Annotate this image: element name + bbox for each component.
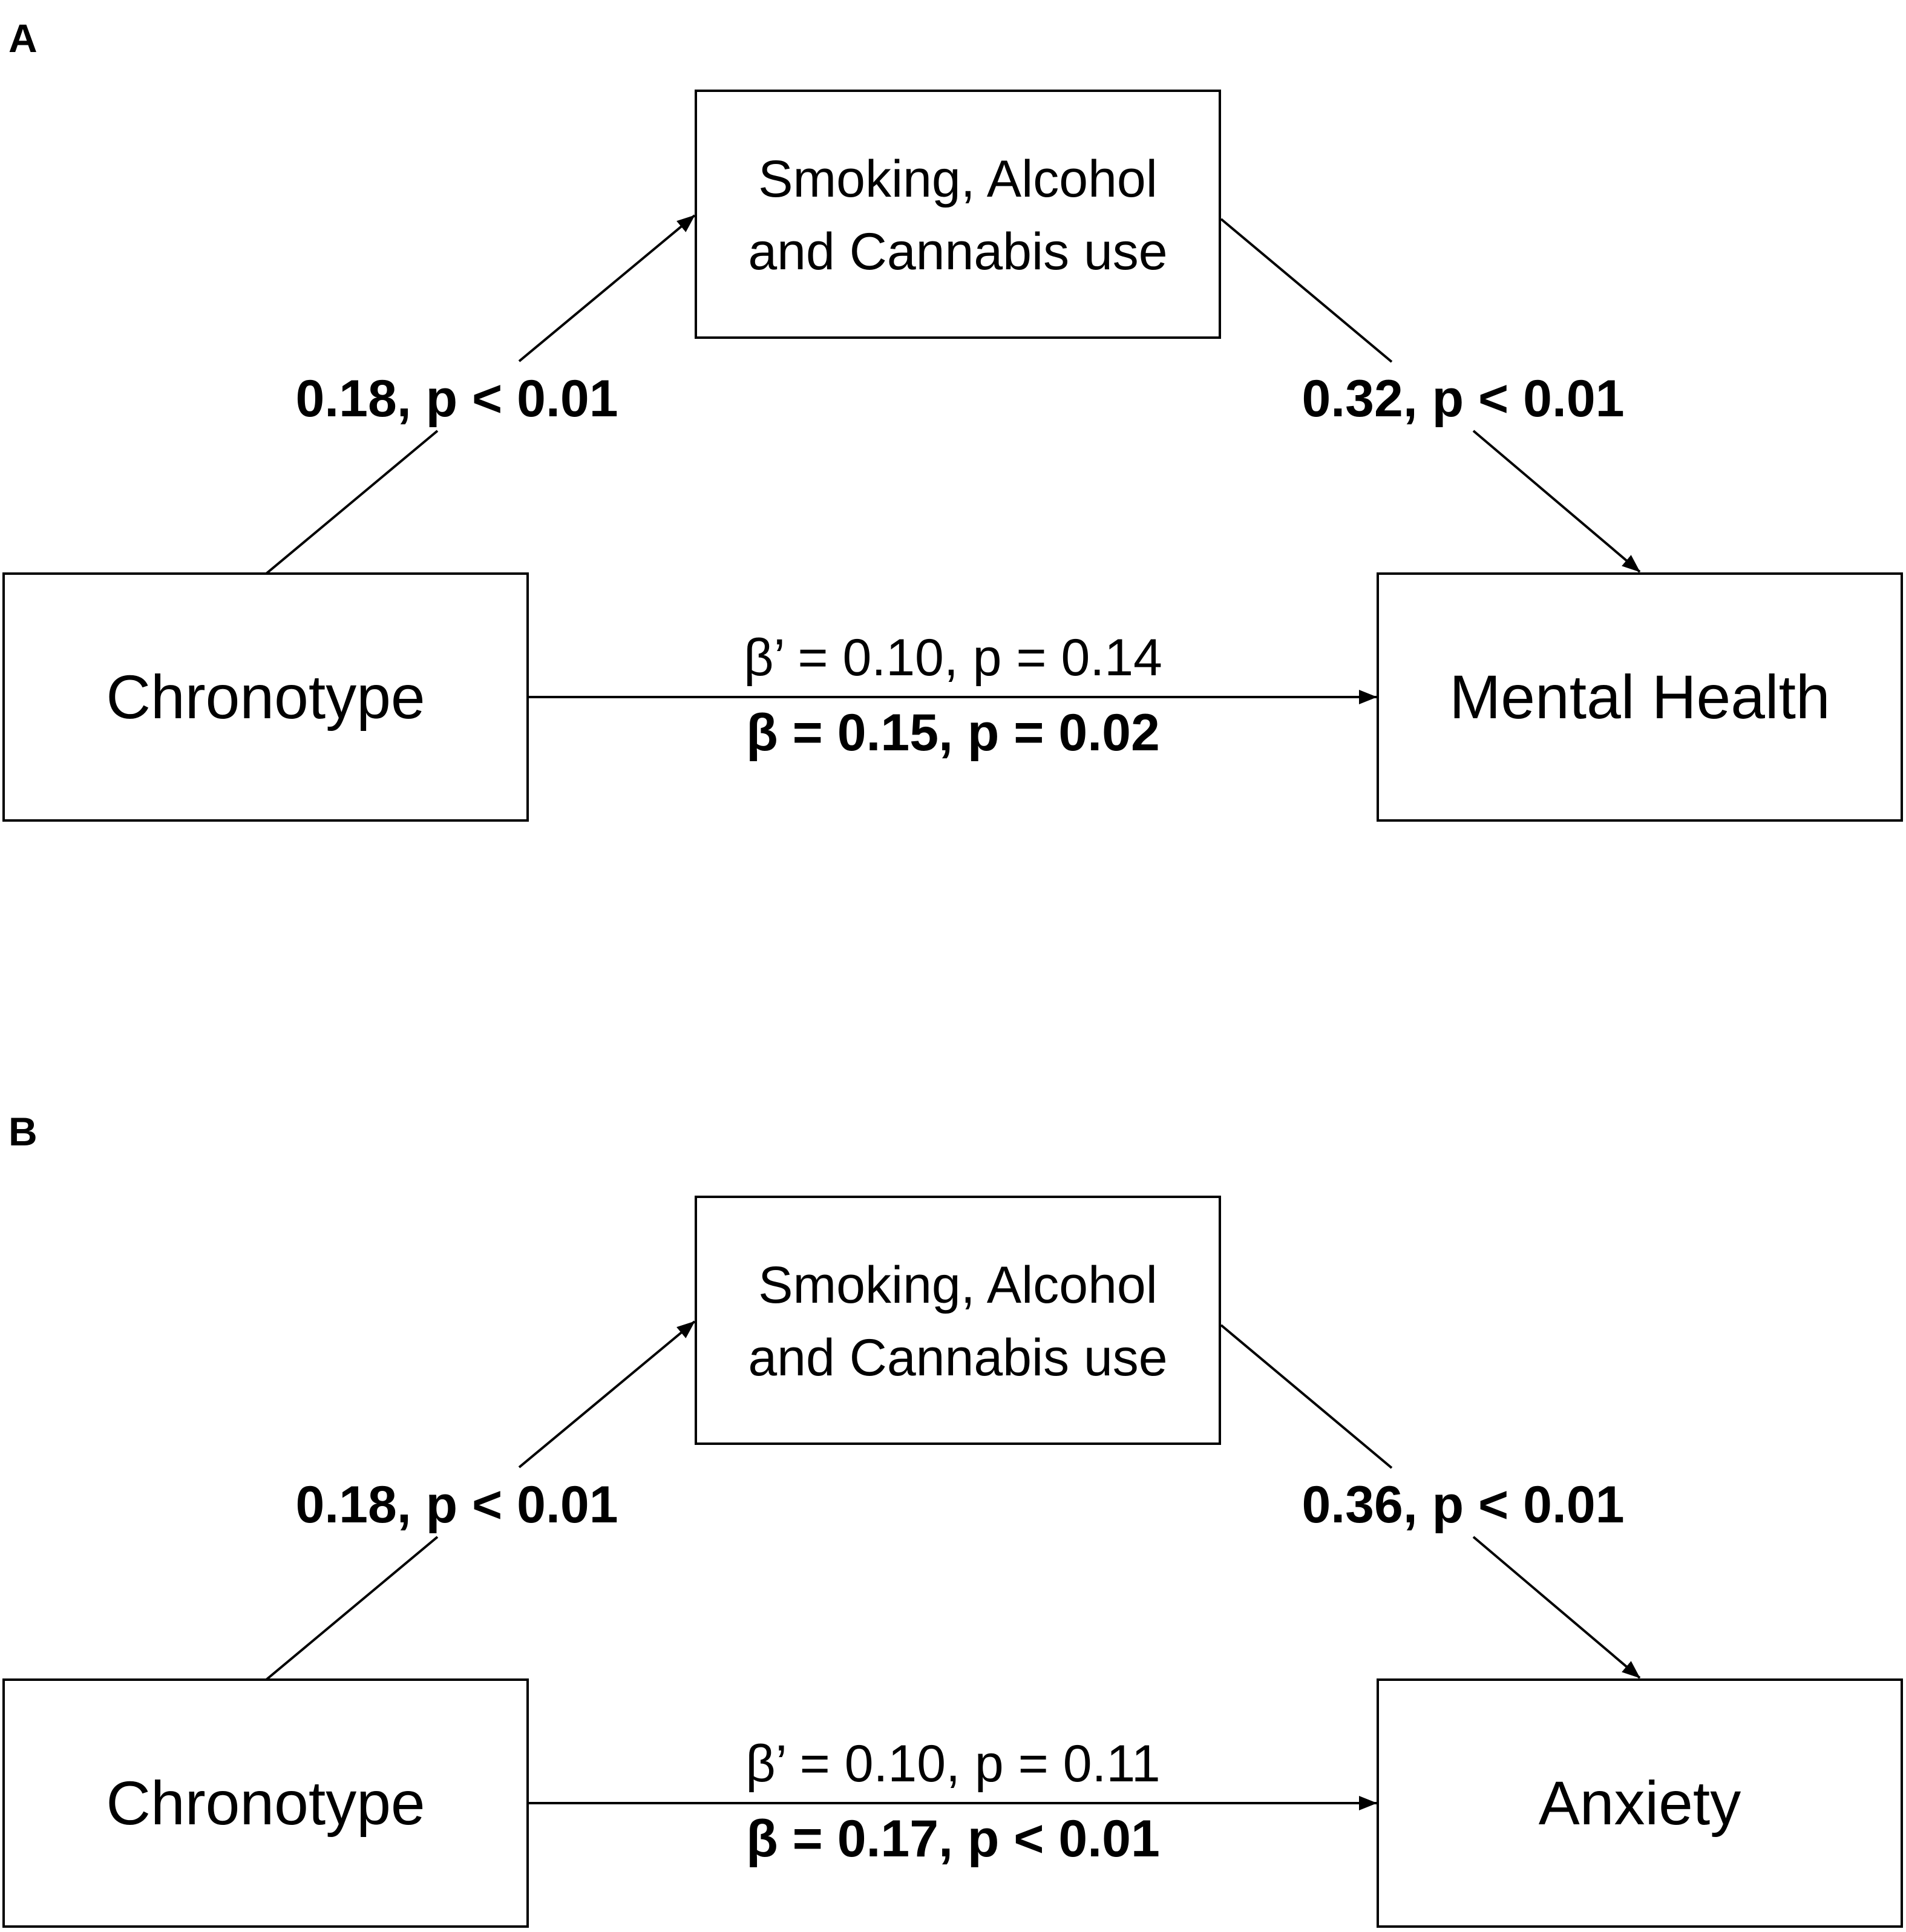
- path-b-line-upper: [1220, 218, 1393, 363]
- mediator-label-line2: and Cannabis use: [748, 1329, 1167, 1387]
- mediator-label-line1: Smoking, Alcohol: [758, 1256, 1158, 1314]
- panel-letter-a: A: [8, 16, 38, 61]
- total-effect-label: β = 0.17, p < 0.01: [746, 1810, 1160, 1868]
- path-a-line-lower: [265, 430, 439, 575]
- outcome-label: Mental Health: [1449, 663, 1830, 732]
- path-a-coefficient: 0.18, p < 0.01: [295, 1476, 618, 1534]
- predictor-box: [2, 572, 529, 822]
- total-effect-label: β = 0.15, p = 0.02: [746, 704, 1160, 762]
- panel-b: B Smoking, Alcohol and Cannabis use Chro…: [2, 1109, 1903, 1928]
- mediator-label-line2: and Cannabis use: [748, 223, 1167, 281]
- panel-letter-b: B: [8, 1109, 38, 1154]
- path-b-line-upper: [1220, 1324, 1393, 1469]
- outcome-box: [1377, 1678, 1903, 1928]
- predictor-box: [2, 1678, 529, 1928]
- mediator-box: [695, 90, 1221, 339]
- path-b-arrow: [1472, 1536, 1641, 1679]
- predictor-label: Chronotype: [106, 1769, 425, 1838]
- path-b-coefficient: 0.32, p < 0.01: [1302, 370, 1624, 428]
- outcome-label: Anxiety: [1539, 1769, 1741, 1838]
- predictor-label: Chronotype: [106, 663, 425, 732]
- panel-a: A Smoking, Alcohol and Cannabis use Chro…: [2, 16, 1903, 822]
- direct-effect-label: β’ = 0.10, p = 0.11: [745, 1735, 1160, 1793]
- outcome-box: [1377, 572, 1903, 822]
- path-a-coefficient: 0.18, p < 0.01: [295, 370, 618, 428]
- mediator-label-line1: Smoking, Alcohol: [758, 150, 1158, 208]
- path-b-arrow: [1472, 430, 1641, 573]
- path-a-arrow: [518, 214, 696, 362]
- path-a-line-lower: [265, 1536, 439, 1681]
- mediator-box: [695, 1196, 1221, 1445]
- direct-effect-label: β’ = 0.10, p = 0.14: [744, 629, 1162, 687]
- path-b-coefficient: 0.36, p < 0.01: [1302, 1476, 1624, 1534]
- path-a-arrow: [518, 1320, 696, 1469]
